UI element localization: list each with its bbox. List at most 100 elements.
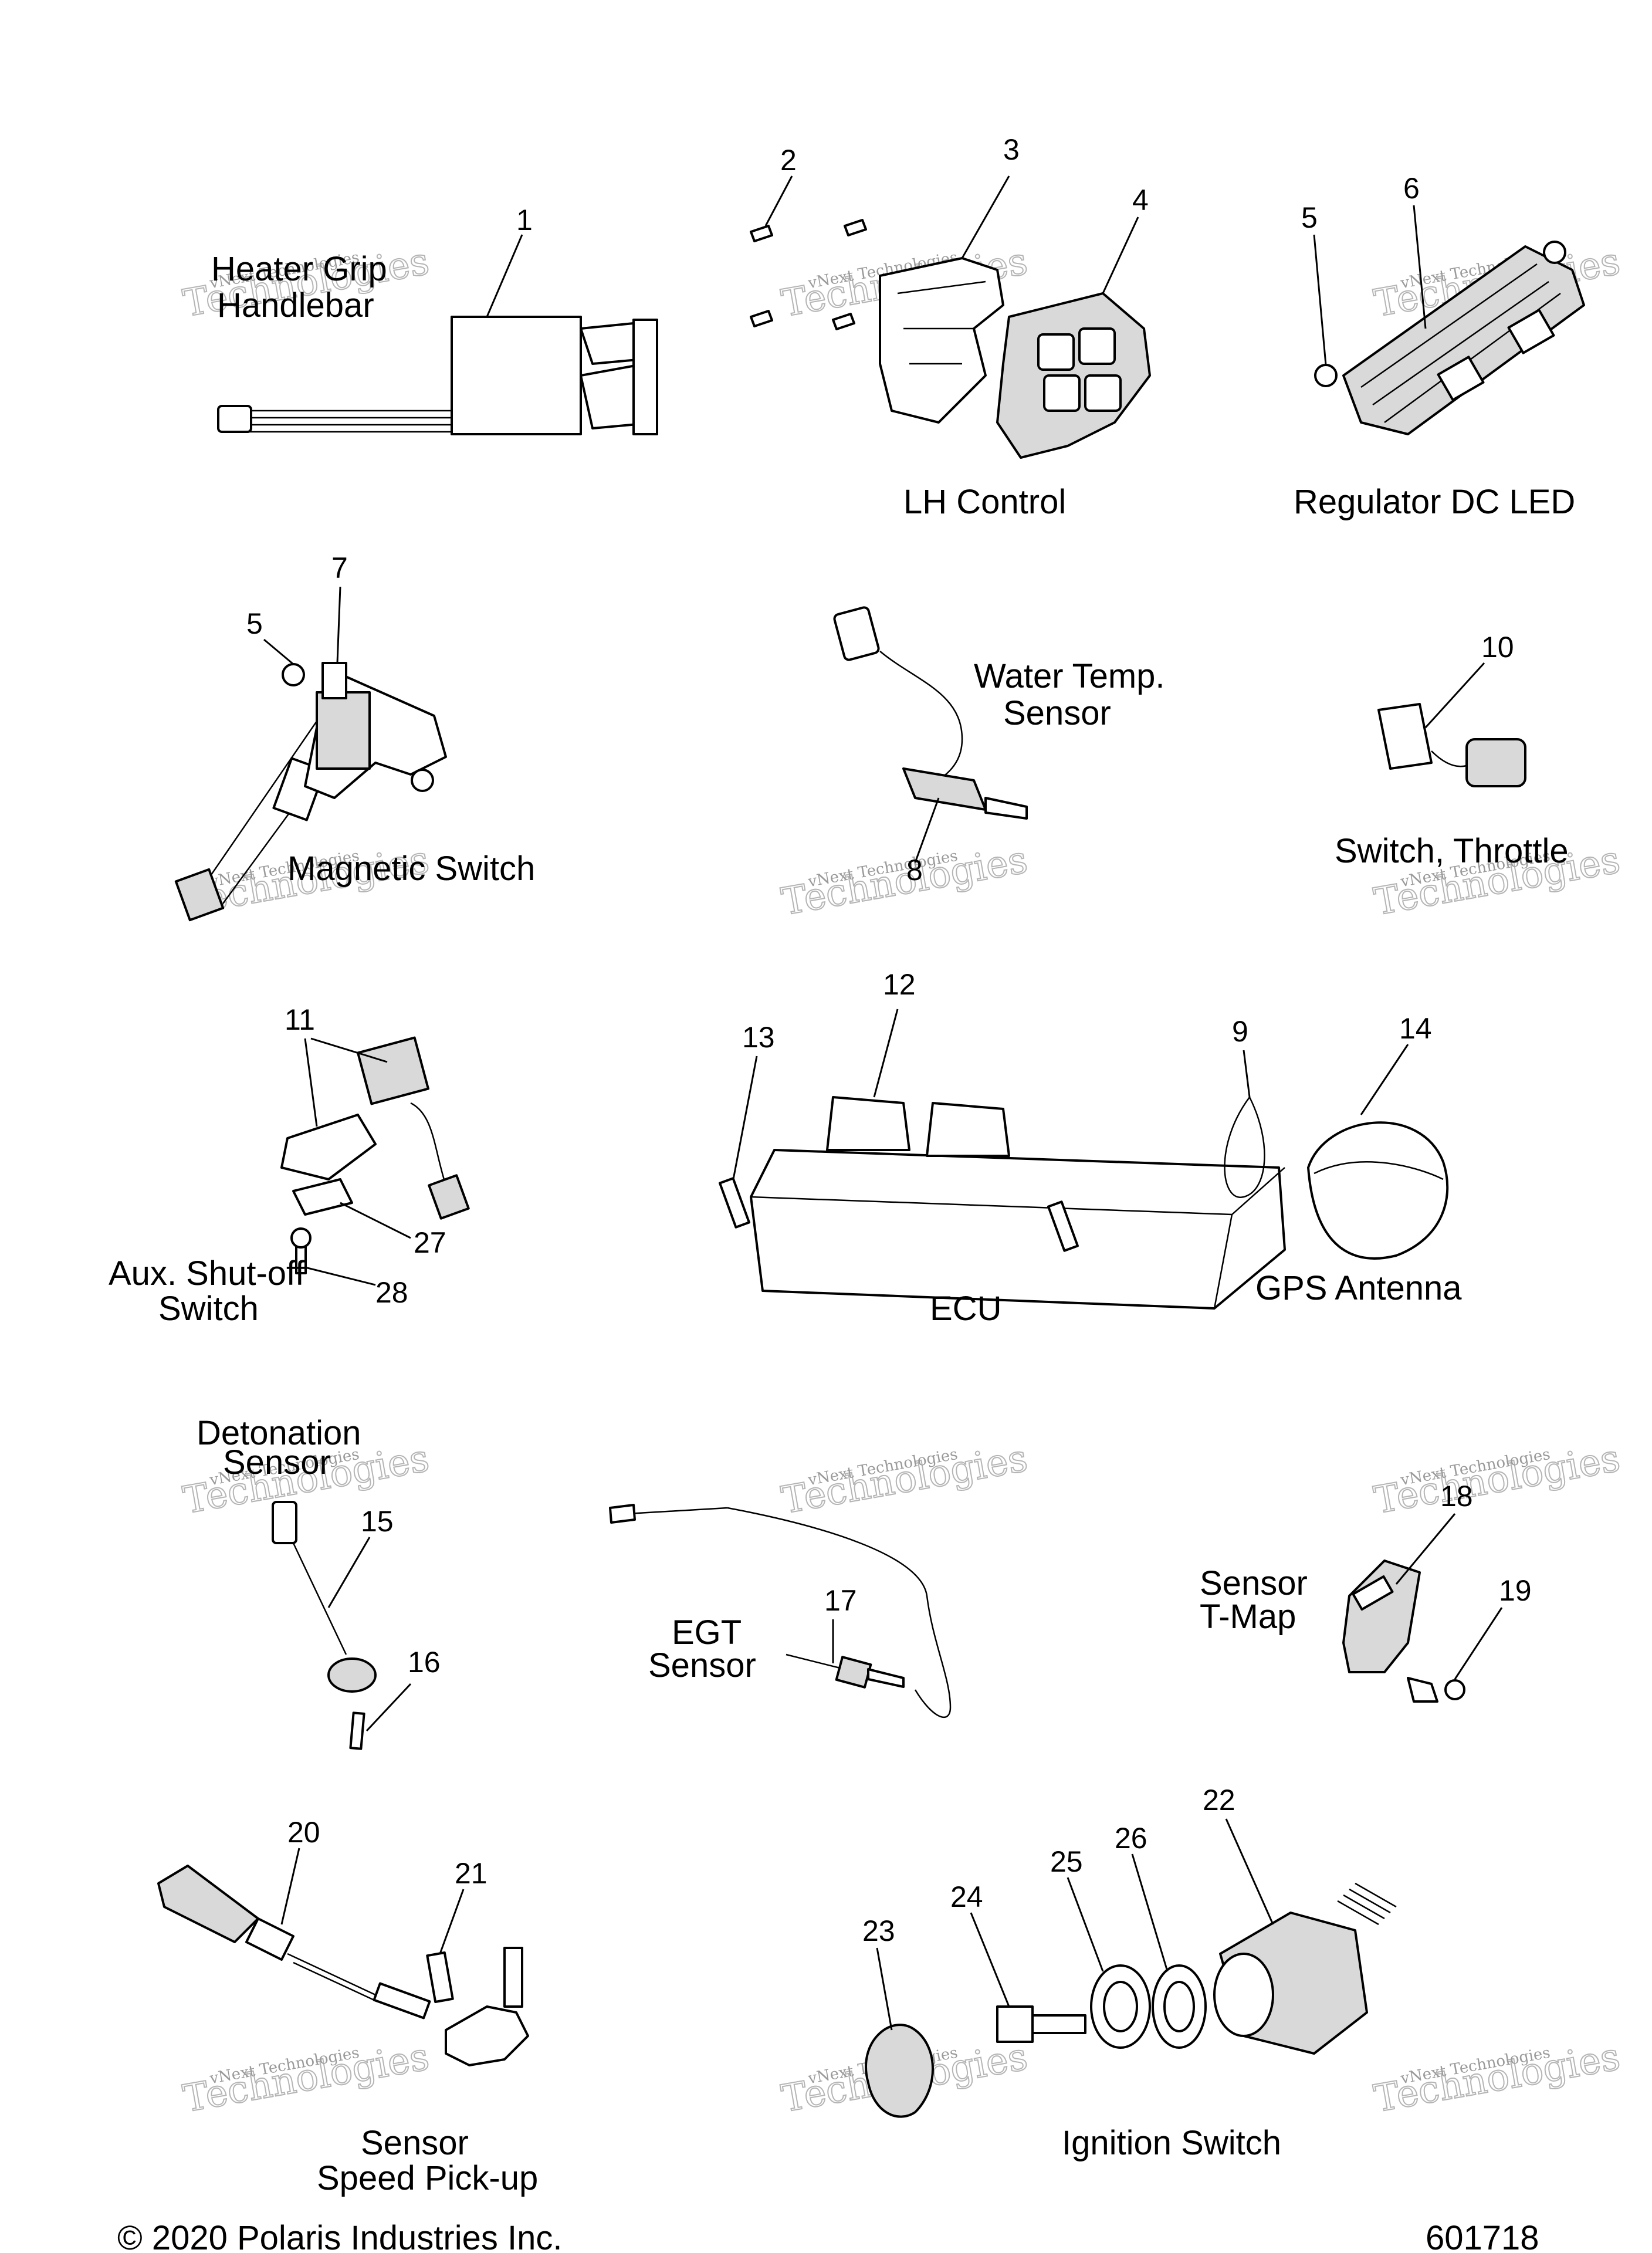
callout-14: 14 <box>1399 1012 1432 1045</box>
callout-10: 10 <box>1481 631 1514 664</box>
lh-control-housing-drawing <box>879 257 1004 424</box>
callout-20: 20 <box>287 1816 320 1849</box>
egt-label-line1: EGT <box>672 1613 742 1652</box>
callout-22: 22 <box>1203 1784 1235 1816</box>
speed-pickup-label-line2: Speed Pick-up <box>317 2159 538 2197</box>
water-temp-sensor-drawing <box>902 767 987 811</box>
key-drawing <box>996 2005 1086 2043</box>
heater-grip-label-line2: Handlebar <box>217 286 374 324</box>
callout-27: 27 <box>414 1226 446 1259</box>
leader-line <box>1225 1818 1274 1925</box>
aux-shutoff-switch-part[interactable]: 11 27 28 Aux. Shut-off Switch <box>109 1003 470 1328</box>
gps-antenna-label: GPS Antenna <box>1255 1269 1462 1307</box>
callout-13: 13 <box>742 1021 775 1054</box>
leader-line <box>914 797 940 863</box>
heater-grip-part[interactable]: Heater Grip Handlebar 1 <box>211 204 658 435</box>
switch-throttle-label: Switch, Throttle <box>1335 832 1569 870</box>
footer: © 2020 Polaris Industries Inc. 601718 <box>117 2219 1539 2253</box>
figure-number: 601718 <box>1426 2219 1539 2253</box>
leader-line <box>1360 1044 1409 1115</box>
leader-line <box>263 638 294 665</box>
watermark: Technologies vNext Technologies <box>180 2035 433 2122</box>
heater-grip-label-line1: Heater Grip <box>211 250 387 288</box>
leader-line <box>365 1683 412 1732</box>
magnetic-switch-body-drawing <box>316 691 371 770</box>
ecu-label: ECU <box>930 1290 1001 1328</box>
callout-2: 2 <box>780 144 797 177</box>
heater-grip-drawing <box>217 316 658 435</box>
speed-pickup-connector-drawing <box>157 1865 259 1943</box>
leader-line <box>1424 662 1485 729</box>
leader-line <box>304 1038 318 1127</box>
leader-line <box>336 586 341 664</box>
detonation-sensor-drawing <box>327 1657 377 1693</box>
speed-pickup-sensor-part[interactable]: 20 21 Sensor Speed Pick-up <box>157 1816 538 2197</box>
leader-line <box>1454 1607 1503 1680</box>
copyright-text: © 2020 Polaris Industries Inc. <box>117 2219 562 2253</box>
leader-line <box>1131 1853 1169 1972</box>
callout-15: 15 <box>361 1505 394 1538</box>
callout-28: 28 <box>375 1276 408 1309</box>
callout-21: 21 <box>455 1857 488 1890</box>
watermark: Technologies vNext Technologies <box>1370 2035 1624 2122</box>
aux-switch-button-drawing <box>357 1036 429 1105</box>
leader-line <box>1243 1050 1251 1098</box>
egt-probe-drawing <box>835 1656 872 1689</box>
callout-26: 26 <box>1115 1822 1147 1855</box>
callout-1: 1 <box>516 204 533 236</box>
watermark: Technologies vNext Technologies <box>1370 1436 1624 1523</box>
detonation-sensor-part[interactable]: 15 16 Detonation Sensor <box>197 1414 441 1750</box>
leader-line <box>439 1889 465 1954</box>
detonation-label-line1: Detonation <box>197 1414 361 1452</box>
water-temp-label-line2: Sensor <box>1003 694 1111 732</box>
magnetic-switch-label: Magnetic Switch <box>287 850 535 888</box>
egt-sensor-part[interactable]: 17 EGT Sensor <box>609 1504 952 1718</box>
leader-line <box>1413 205 1427 329</box>
ecu-part[interactable]: 12 13 ECU <box>719 968 1286 1328</box>
throttle-switch-drawing <box>1377 703 1433 770</box>
gps-antenna-drawing <box>1307 1121 1449 1260</box>
ignition-switch-label: Ignition Switch <box>1062 2124 1281 2162</box>
watermark: Technologies vNext Technologies <box>778 1436 1031 1523</box>
regulator-part[interactable]: 5 6 Regulator DC LED <box>1294 172 1585 521</box>
callout-18: 18 <box>1440 1480 1473 1513</box>
callout-6: 6 <box>1403 172 1420 205</box>
water-temp-label-line1: Water Temp. <box>974 657 1165 695</box>
nut-drawing <box>1314 364 1338 387</box>
leader-line <box>486 234 523 317</box>
callout-25: 25 <box>1050 1845 1083 1878</box>
egt-label-line2: Sensor <box>648 1646 756 1684</box>
ecu-box-drawing <box>750 1149 1286 1310</box>
callout-12: 12 <box>883 968 916 1001</box>
leader-line <box>970 1912 1010 2007</box>
water-temp-sensor-part[interactable]: 8 Water Temp. Sensor <box>833 606 1165 887</box>
aux-shutoff-label-line2: Switch <box>158 1290 259 1328</box>
callout-24: 24 <box>950 1880 983 1913</box>
leader-line <box>310 1037 388 1063</box>
callout-5: 5 <box>246 607 263 640</box>
switch-throttle-part[interactable]: 10 Switch, Throttle <box>1335 631 1569 870</box>
egt-sensor-cable-drawing <box>727 1507 952 1718</box>
tmap-label-line2: T-Map <box>1200 1598 1296 1636</box>
leader-line <box>1067 1877 1104 1972</box>
leader-line <box>327 1537 371 1608</box>
leader-line <box>961 175 1010 259</box>
callout-4: 4 <box>1132 184 1149 216</box>
ignition-switch-part[interactable]: 23 24 25 26 22 Ignition Switch <box>862 1784 1397 2162</box>
callout-7: 7 <box>331 552 348 584</box>
callout-5: 5 <box>1301 201 1318 234</box>
lh-control-part[interactable]: 2 3 4 LH Control <box>750 133 1151 521</box>
ignition-cap-drawing <box>865 2024 934 2118</box>
screws-drawing <box>750 219 867 330</box>
magnetic-switch-part[interactable]: 5 7 Magnetic Switch <box>174 552 535 922</box>
detonation-label-line2: Sensor <box>223 1443 331 1481</box>
callout-3: 3 <box>1003 133 1020 166</box>
gps-antenna-part[interactable]: 9 14 GPS Antenna <box>1224 1012 1463 1307</box>
callout-17: 17 <box>824 1584 857 1617</box>
tmap-sensor-part[interactable]: 18 19 Sensor T-Map <box>1200 1480 1532 1703</box>
leader-line <box>340 1202 411 1239</box>
leader-line <box>1395 1513 1456 1585</box>
leader-line <box>304 1266 376 1286</box>
speed-pickup-sensor-drawing <box>445 2005 529 2066</box>
aux-shutoff-label-line1: Aux. Shut-off <box>109 1254 305 1293</box>
